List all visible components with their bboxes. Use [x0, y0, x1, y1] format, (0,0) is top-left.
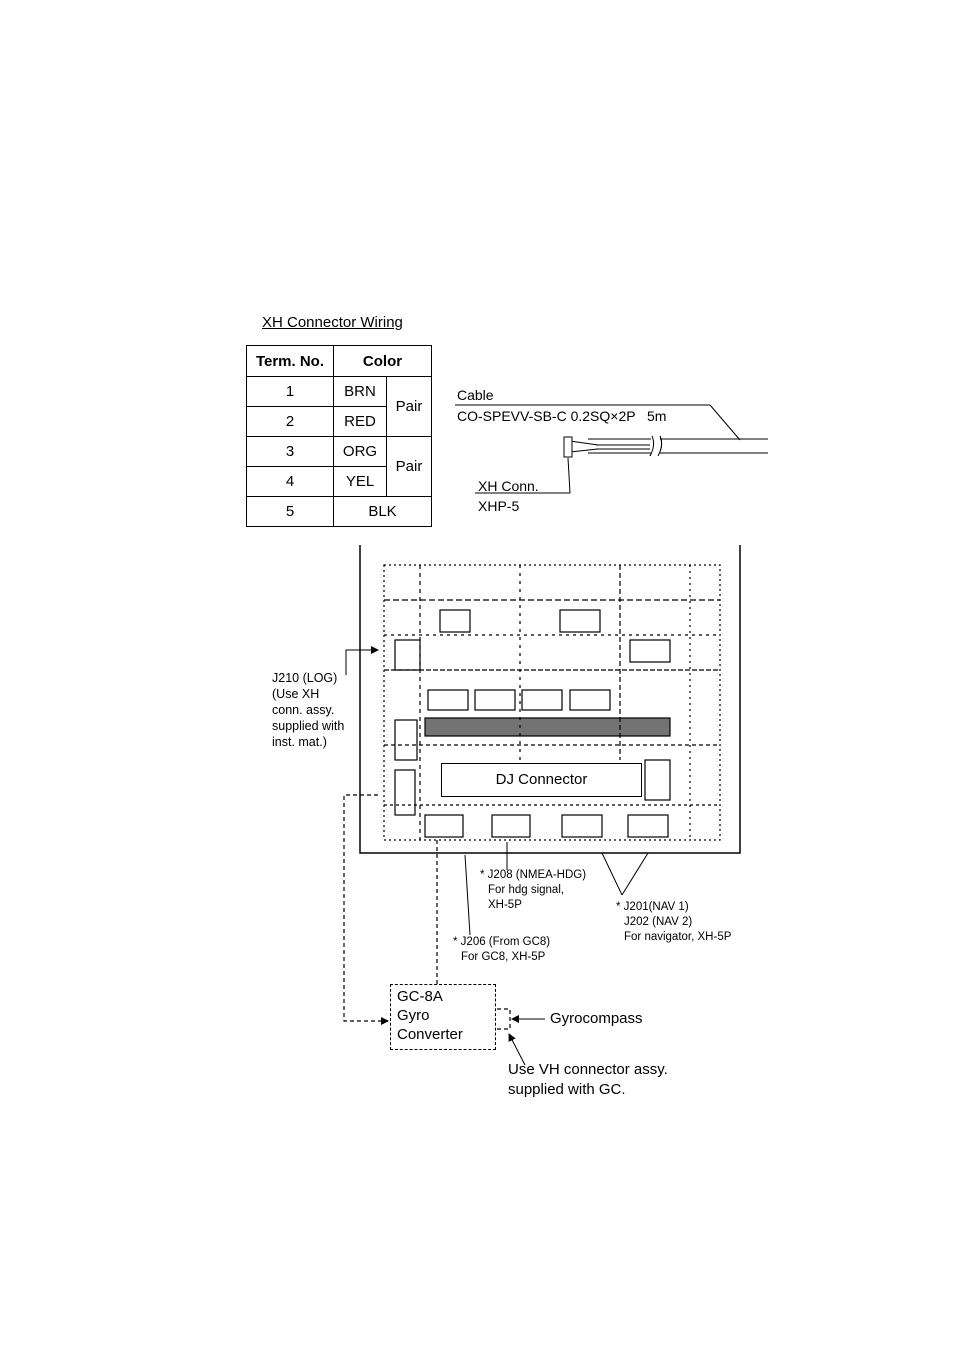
- j208-line: * J208 (NMEA-HDG): [480, 869, 587, 881]
- vh-note-line: supplied with GC.: [508, 1081, 626, 1098]
- xh-conn-leader-line: [567, 457, 571, 494]
- converter-line: GC-8A: [397, 988, 443, 1005]
- gc8a-gyro-converter-box: GC-8A Gyro Converter: [390, 984, 496, 1050]
- cable-break-gap: [651, 436, 660, 458]
- color-cell: RED: [333, 406, 387, 437]
- converter-line: Gyro: [397, 1007, 430, 1024]
- cable-wire: [569, 440, 599, 446]
- table-row: 2 RED: [246, 406, 432, 437]
- term-cell: 2: [246, 406, 334, 437]
- j206-leader-line: [464, 854, 471, 936]
- converter-line: Converter: [397, 1026, 463, 1043]
- table-row: 4 YEL: [246, 466, 432, 497]
- j210-label: J210 (LOG) (Use XH conn. assy. supplied …: [272, 670, 344, 750]
- j202-connector: [627, 814, 669, 838]
- vh-note-line: Use VH connector assy.: [508, 1061, 668, 1078]
- cable-illustration: [455, 404, 768, 494]
- j201-j202-label: * J201(NAV 1) J202 (NAV 2) For navigator…: [616, 900, 731, 945]
- color-header: Color: [333, 345, 432, 377]
- j202-line: J202 (NAV 2): [624, 916, 693, 928]
- j210-to-converter-line: [343, 794, 389, 1025]
- j206-line: For GC8, XH-5P: [461, 951, 546, 963]
- xh-conn-label: XH Conn.: [478, 478, 539, 494]
- cable-break-mark: [649, 435, 663, 457]
- term-cell: 4: [246, 466, 334, 497]
- table-row: 1 BRN Pair: [246, 376, 432, 437]
- term-cell: 3: [246, 436, 334, 467]
- j210-leader-line: [345, 646, 379, 675]
- pcb-illustration: [383, 564, 721, 841]
- pair-cell: Pair: [386, 436, 432, 497]
- cable-wire: [569, 448, 599, 453]
- j206-connector: [424, 814, 464, 838]
- vh-note-arrow: [508, 1033, 526, 1066]
- j201-line: * J201(NAV 1): [616, 901, 689, 913]
- table-row: 3 ORG Pair: [246, 436, 432, 497]
- xh-conn-type: XHP-5: [478, 498, 520, 514]
- j210-line: (Use XH: [272, 687, 320, 701]
- table-row: 5 BLK: [246, 496, 432, 527]
- table-header-row: Term. No. Color: [246, 345, 432, 377]
- connector-leaders: [464, 842, 649, 936]
- xh-connector-plug: [563, 436, 573, 458]
- xh-connector-wiring-table: Term. No. Color 1 BRN Pair 2 RED 3 ORG P…: [246, 345, 432, 527]
- pair-cell: Pair: [386, 376, 432, 437]
- j210-line: conn. assy.: [272, 703, 335, 717]
- j202-leader-line: [621, 852, 649, 896]
- cable-leader-line: [709, 404, 741, 441]
- j208-connector: [491, 814, 531, 838]
- converter-connections: [343, 794, 511, 1030]
- color-cell: BRN: [333, 376, 387, 407]
- j201-connector: [561, 814, 603, 838]
- term-cell: 5: [246, 496, 334, 527]
- color-cell: BLK: [333, 496, 432, 527]
- j210-line: inst. mat.): [272, 735, 327, 749]
- j208-label: * J208 (NMEA-HDG) For hdg signal, XH-5P: [480, 868, 586, 913]
- vh-connector-note: Use VH connector assy. supplied with GC.: [508, 1060, 668, 1100]
- j201-leader-line: [601, 852, 623, 896]
- gyrocompass-label: Gyrocompass: [550, 1010, 643, 1027]
- term-no-header: Term. No.: [246, 345, 334, 377]
- navigator-line: For navigator, XH-5P: [624, 931, 732, 943]
- vh-connector-stub: [497, 1008, 511, 1030]
- j208-line: For hdg signal,: [488, 884, 565, 896]
- j210-line: supplied with: [272, 719, 345, 733]
- term-cell: 1: [246, 376, 334, 407]
- cable-label: Cable: [457, 387, 494, 403]
- dj-connector-label: DJ Connector: [441, 763, 642, 797]
- wiring-table-title: XH Connector Wiring: [262, 314, 403, 331]
- j206-line: * J206 (From GC8): [453, 936, 551, 948]
- color-cell: ORG: [333, 436, 387, 467]
- j210-line: J210 (LOG): [272, 671, 338, 685]
- board-outline: [359, 545, 741, 854]
- j208-line: XH-5P: [488, 899, 522, 911]
- cable-spec: CO-SPEVV-SB-C 0.2SQ×2P 5m: [457, 408, 667, 424]
- j206-label: * J206 (From GC8) For GC8, XH-5P: [453, 935, 550, 965]
